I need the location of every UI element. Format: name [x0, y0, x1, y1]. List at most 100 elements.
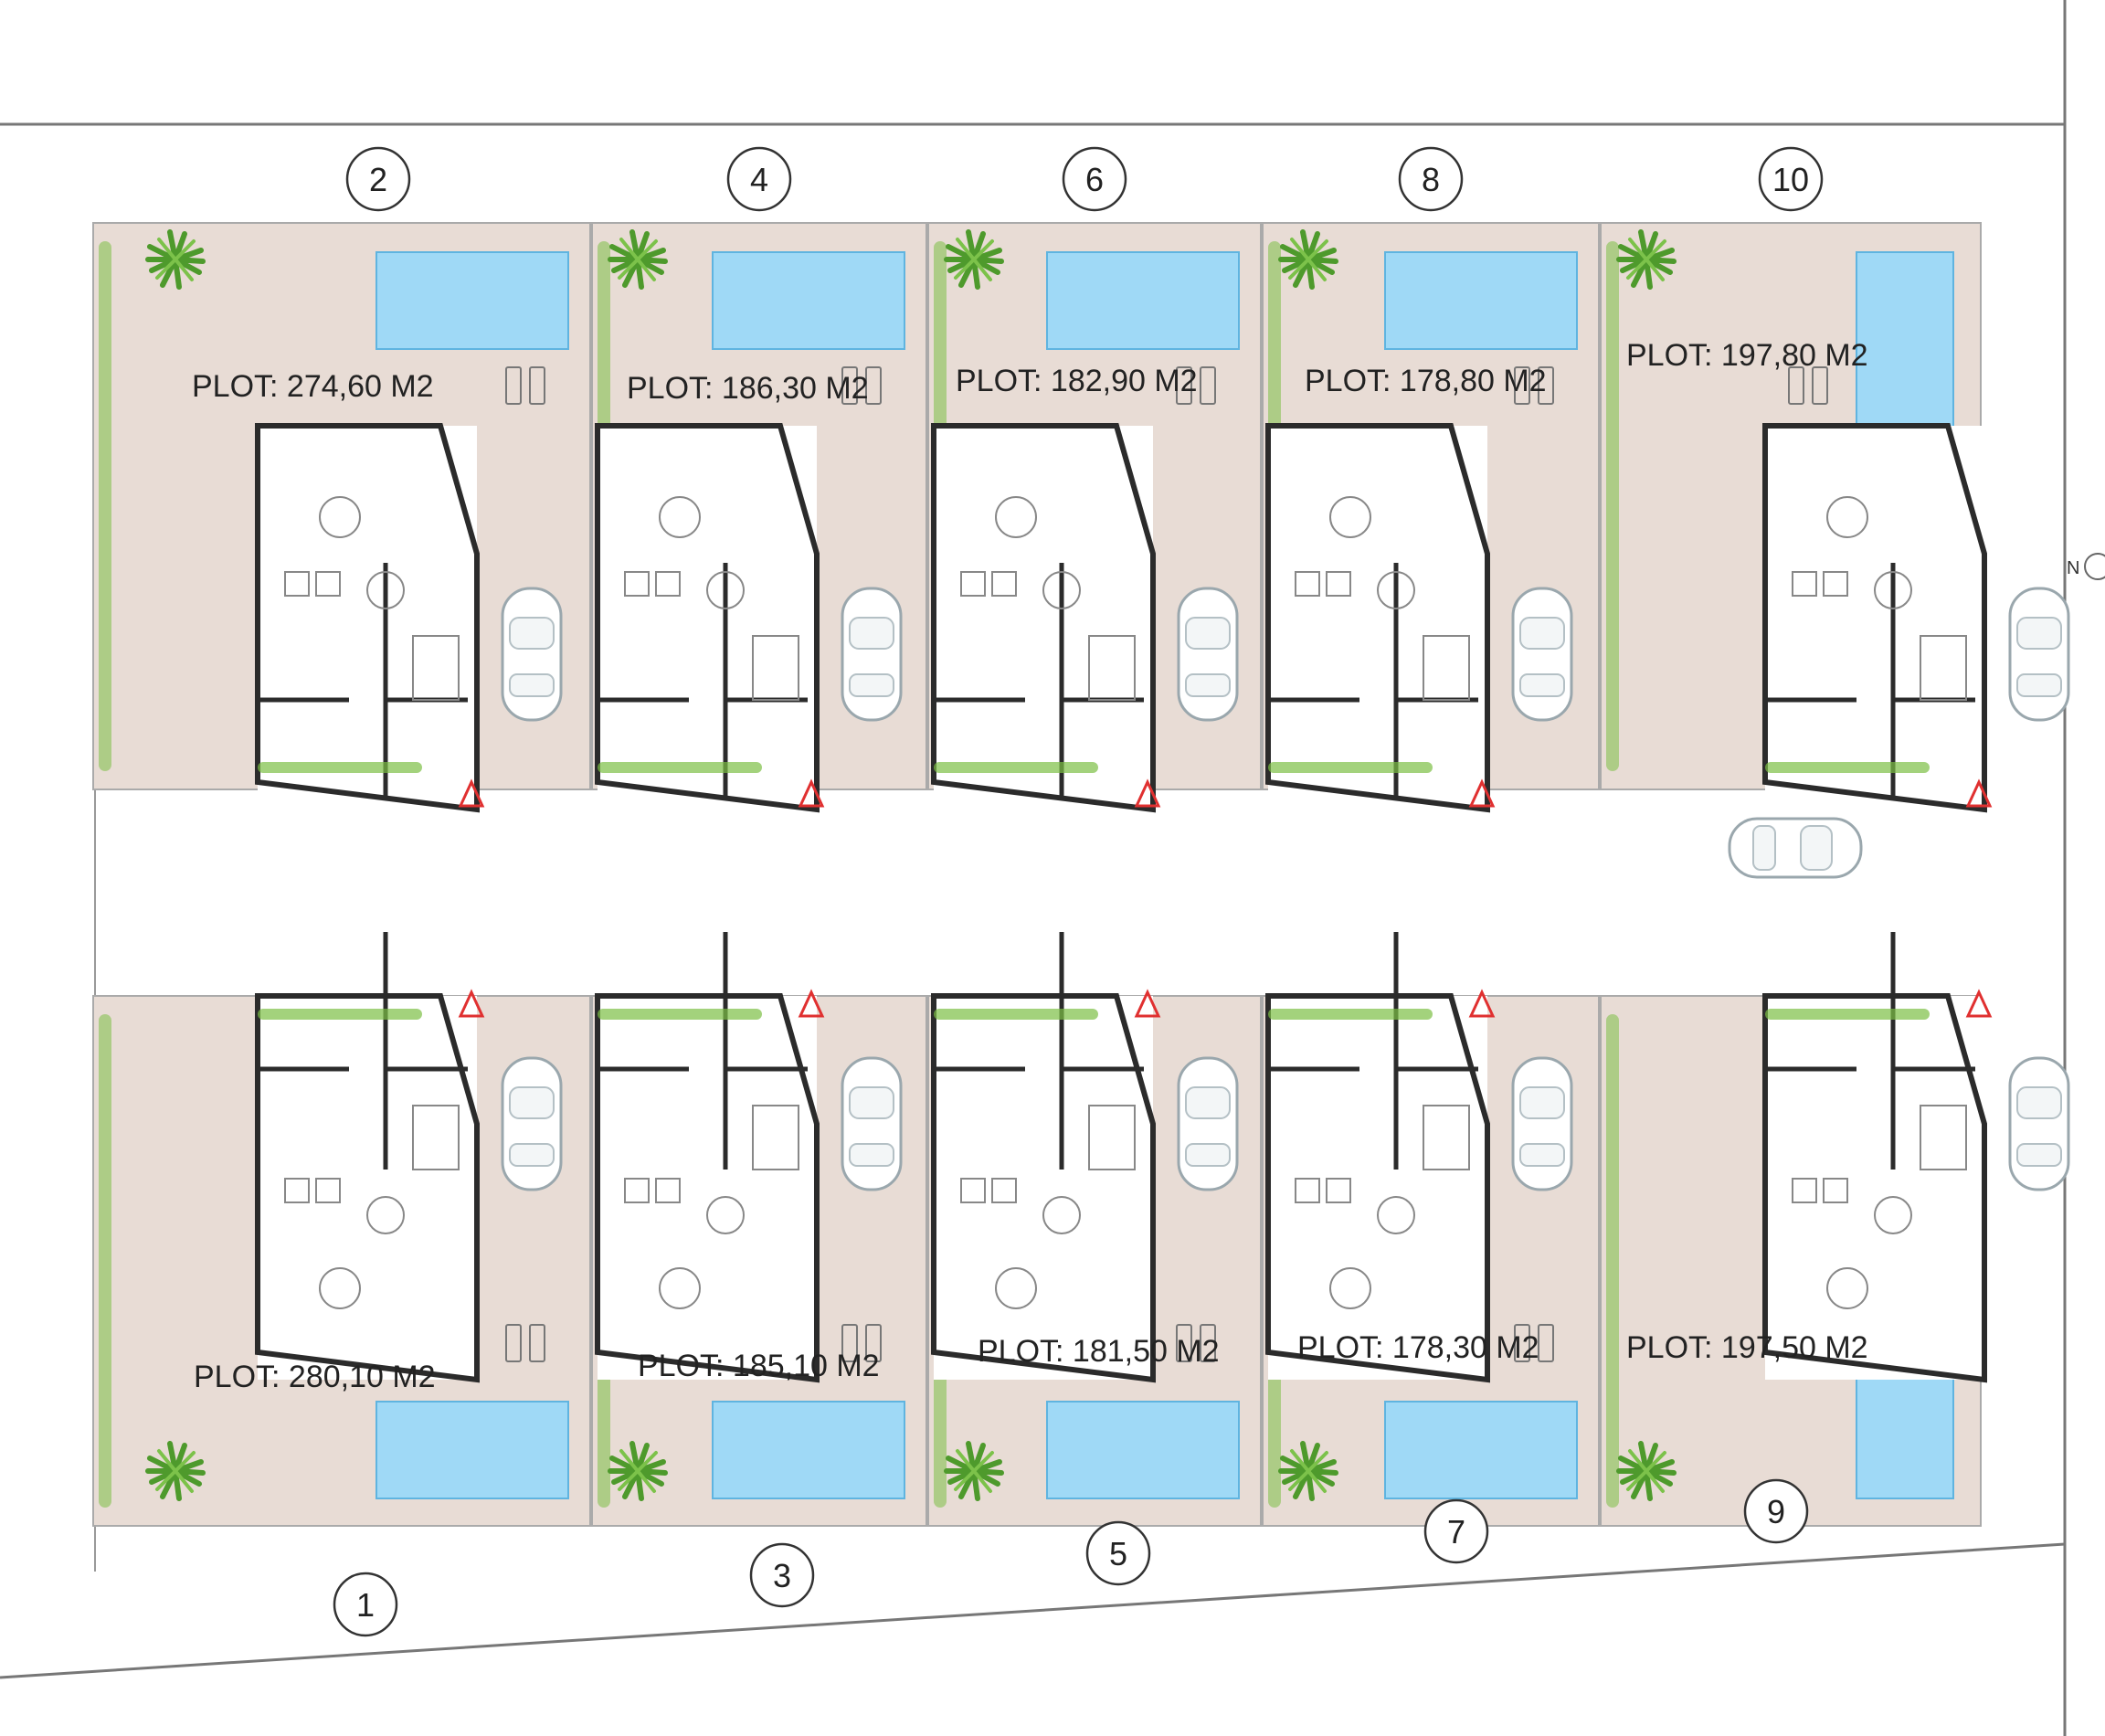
warning-triangle-icon	[1468, 778, 1496, 808]
plot-number-badge: 6	[1062, 146, 1127, 212]
parked-car	[2008, 587, 2070, 722]
road-car	[1728, 817, 1863, 879]
parked-car	[1177, 1056, 1239, 1191]
hedge	[258, 1009, 422, 1020]
pool	[712, 1401, 905, 1499]
parked-car	[841, 1056, 903, 1191]
plot-number-badge: 3	[749, 1542, 815, 1608]
plot-number: 5	[1109, 1535, 1127, 1572]
warning-triangle-icon	[458, 989, 485, 1018]
plot-area-label: PLOT: 185,10 M2	[638, 1349, 880, 1383]
warning-triangle-icon	[1965, 778, 1993, 808]
compass-label: N	[2067, 558, 2079, 578]
plot-area-label: PLOT: 178,30 M2	[1297, 1330, 1539, 1365]
plot-number: 4	[750, 161, 768, 198]
parked-car	[841, 587, 903, 722]
plot-number: 1	[356, 1586, 375, 1624]
plot-area-label: PLOT: 186,30 M2	[627, 371, 869, 406]
house-footprint	[931, 932, 1156, 1383]
plot-number-badge: 9	[1743, 1478, 1809, 1544]
hedge	[934, 1009, 1098, 1020]
pool	[1856, 251, 1954, 441]
pool	[376, 1401, 569, 1499]
parked-car	[1511, 587, 1573, 722]
hedge	[598, 1009, 762, 1020]
warning-triangle-icon	[798, 778, 825, 808]
parked-car	[501, 587, 563, 722]
pool	[1046, 1401, 1240, 1499]
plot-area-label: PLOT: 197,50 M2	[1626, 1330, 1868, 1365]
plot-5: PLOT: 181,50 M2	[927, 932, 1262, 1527]
house-footprint	[931, 423, 1156, 813]
plot-7: PLOT: 178,30 M2	[1262, 932, 1600, 1527]
plot-area-label: PLOT: 182,90 M2	[956, 364, 1198, 398]
hedge	[598, 762, 762, 773]
plot-number: 2	[369, 161, 387, 198]
warning-triangle-icon	[1134, 778, 1161, 808]
house-footprint	[1265, 932, 1490, 1383]
parked-car	[501, 1056, 563, 1191]
plot-9: PLOT: 197,50 M2	[1600, 932, 2070, 1527]
plot-number-badge: 2	[345, 146, 411, 212]
pool	[1384, 1401, 1578, 1499]
hedge	[1765, 762, 1930, 773]
pool	[376, 251, 569, 350]
side-hedge	[99, 241, 111, 771]
plot-10: PLOT: 197,80 M2	[1600, 222, 2070, 813]
warning-triangle-icon	[1965, 989, 1993, 1018]
house-footprint	[1762, 932, 1987, 1383]
plot-2: PLOT: 274,60 M2	[92, 222, 591, 813]
plot-8: PLOT: 178,80 M2	[1262, 222, 1600, 813]
plot-number-badge: 8	[1398, 146, 1464, 212]
side-hedge	[1606, 1014, 1619, 1508]
house-footprint	[255, 423, 480, 813]
warning-triangle-icon	[798, 989, 825, 1018]
hedge	[1765, 1009, 1930, 1020]
house-footprint	[1265, 423, 1490, 813]
plot-number: 7	[1447, 1513, 1465, 1551]
plot-number-badge: 1	[333, 1572, 398, 1637]
pool	[1384, 251, 1578, 350]
plot-area-label: PLOT: 280,10 M2	[194, 1360, 436, 1394]
plot-area-label: PLOT: 178,80 M2	[1305, 364, 1547, 398]
plot-number-badge: 5	[1085, 1520, 1151, 1586]
site-boundary-bottom	[0, 1542, 2066, 1679]
plot-number: 8	[1422, 161, 1440, 198]
house-footprint	[595, 932, 820, 1383]
plot-area-label: PLOT: 197,80 M2	[1626, 338, 1868, 373]
hedge	[258, 762, 422, 773]
house-footprint	[595, 423, 820, 813]
hedge	[934, 762, 1098, 773]
plot-6: PLOT: 182,90 M2	[927, 222, 1262, 813]
plot-number: 6	[1085, 161, 1104, 198]
parked-car	[1511, 1056, 1573, 1191]
parked-car	[1177, 587, 1239, 722]
plot-number-badge: 7	[1423, 1498, 1489, 1564]
house-footprint	[255, 932, 480, 1383]
plot-number: 10	[1772, 161, 1809, 198]
hedge	[1268, 1009, 1433, 1020]
plot-number-badge: 4	[726, 146, 792, 212]
warning-triangle-icon	[1468, 989, 1496, 1018]
bottom-row-plots: PLOT: 280,10 M2 1 PLOT: 185,10 M2 3 PLOT: 18…	[92, 932, 2070, 1637]
plot-area-label: PLOT: 181,50 M2	[978, 1334, 1220, 1369]
side-hedge	[99, 1014, 111, 1508]
plot-3: PLOT: 185,10 M2	[591, 932, 927, 1527]
plot-area-label: PLOT: 274,60 M2	[192, 369, 434, 404]
plot-1: PLOT: 280,10 M2	[92, 932, 591, 1527]
plot-number-badge: 10	[1758, 146, 1824, 212]
parked-car	[2008, 1056, 2070, 1191]
plot-number: 3	[773, 1557, 791, 1594]
hedge	[1268, 762, 1433, 773]
warning-triangle-icon	[1134, 989, 1161, 1018]
house-footprint	[1762, 423, 1987, 813]
plot-number: 9	[1767, 1493, 1785, 1530]
side-hedge	[1606, 241, 1619, 771]
plot-4: PLOT: 186,30 M2	[591, 222, 927, 813]
compass: N	[2067, 553, 2105, 580]
compass-circle	[2084, 553, 2105, 580]
pool	[712, 251, 905, 350]
pool	[1046, 251, 1240, 350]
